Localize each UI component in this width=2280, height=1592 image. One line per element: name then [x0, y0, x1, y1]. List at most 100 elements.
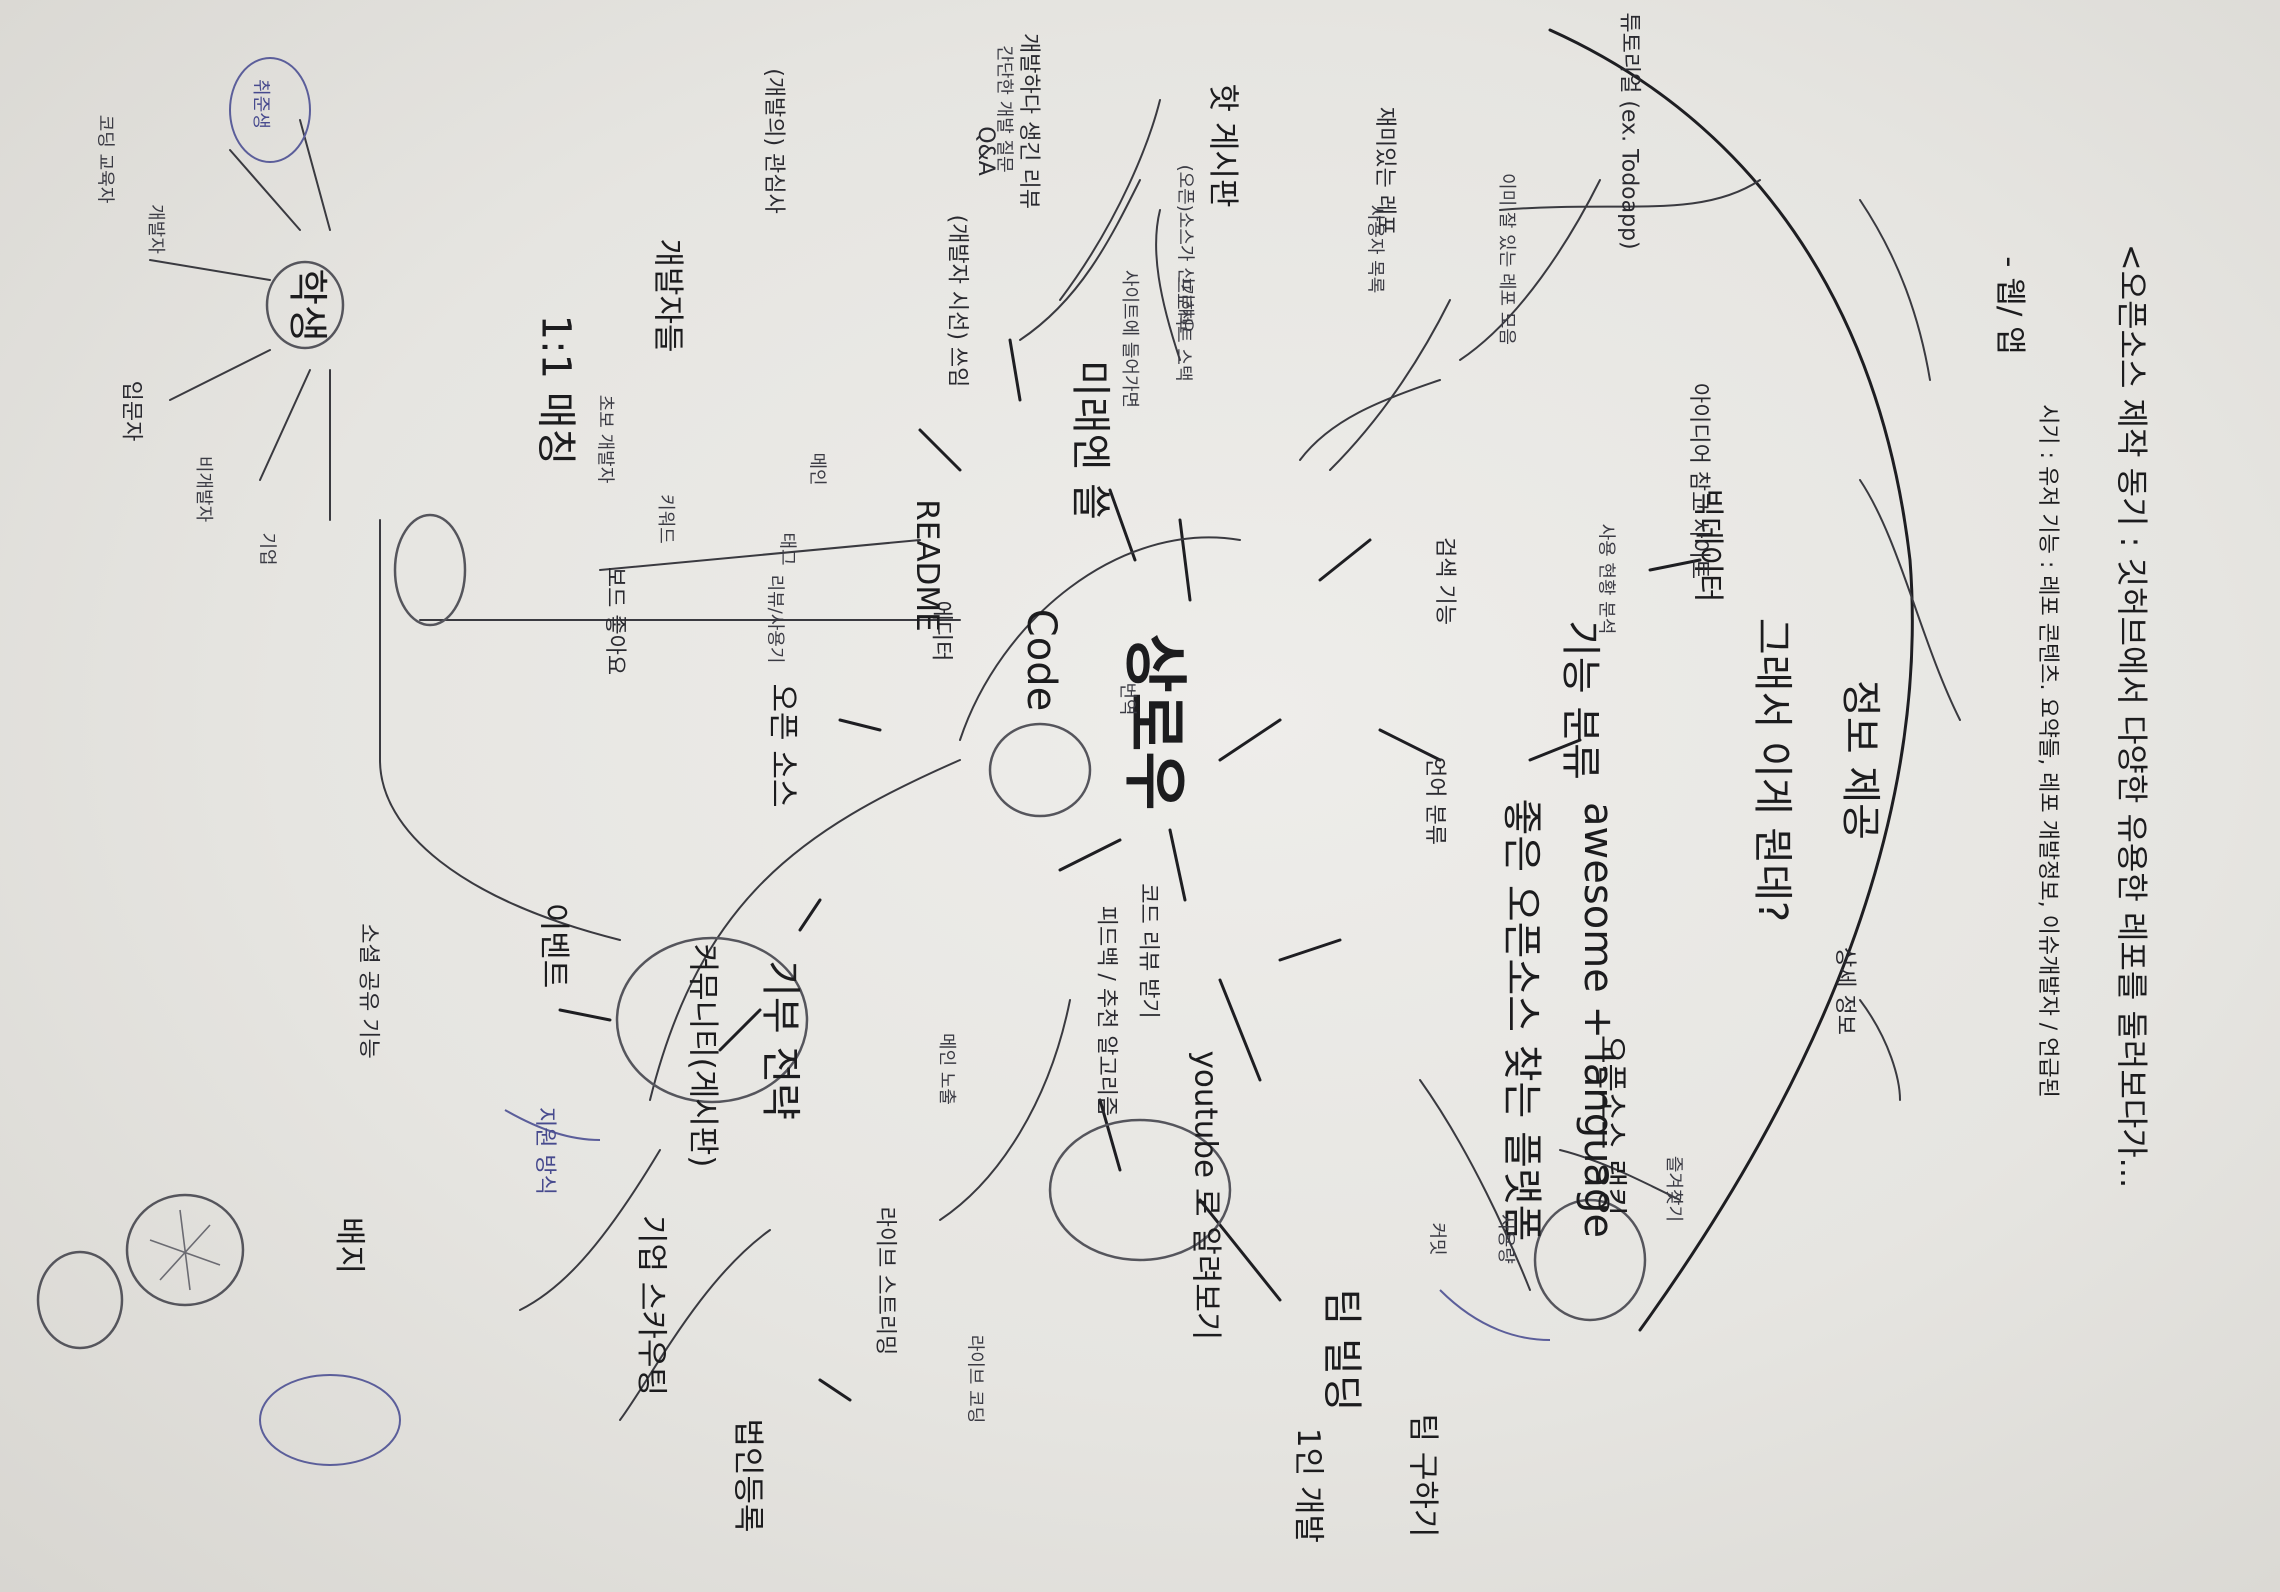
cluster-lower-0: youtube 로 알려보기 [1187, 1050, 1224, 1341]
cluster-upper-3: 사용자 목록 [1364, 204, 1386, 294]
branch [1459, 179, 1601, 361]
branch [169, 349, 271, 401]
cluster-right-2: 오픈소스 랭킹 [1592, 1035, 1629, 1216]
blue-arrow [1439, 1289, 1551, 1341]
cluster-far-right-3: 검색 기능 [1431, 537, 1457, 625]
cluster-lower-4: 코드 리뷰 받기 [1135, 883, 1161, 1019]
circle [36, 1250, 124, 1350]
branch [959, 536, 1241, 741]
circle [1048, 1118, 1232, 1262]
spoke [1218, 718, 1282, 762]
branch [519, 1149, 661, 1311]
cluster-far-right-5: 아이디어 참고 사이트 [1686, 382, 1712, 580]
spoke [1008, 338, 1022, 402]
spoke [1528, 738, 1582, 762]
cluster-left-mid-2: (개발의) 관심사 [760, 68, 786, 214]
cluster-left-3: 태그 [776, 532, 798, 566]
cluster-lower-left-0: 기부 전략 [756, 960, 803, 1120]
cluster-left-upper-4: (개발자 시선) 쓰임 [944, 214, 970, 388]
branch [599, 539, 921, 571]
cluster-lower-left-7: 배지 [331, 1216, 368, 1275]
blue-arrow [504, 1109, 601, 1141]
cluster-lower-left-4: 지원 방식 [531, 1107, 557, 1195]
spoke [1278, 938, 1342, 962]
branch [1559, 1149, 1681, 1201]
cluster-left-6: 번역 [1116, 682, 1138, 716]
cluster-left-mid-4: 보드 좋아요 [602, 566, 628, 676]
cluster-sun-3: 취준생 [249, 79, 271, 129]
branch [1299, 379, 1441, 461]
cluster-left-0: Code [1018, 608, 1065, 712]
cluster-upper-1: 튜토리얼 (ex. Todoapp) [1616, 12, 1642, 250]
branch [1019, 179, 1141, 341]
cluster-left-mid-5: 초보 개발자 [594, 394, 616, 484]
spoke [1198, 1198, 1282, 1302]
spoke [1178, 518, 1192, 602]
outer-arc [1548, 28, 1914, 1332]
cluster-lower-2: 라이브 코딩 [964, 1334, 986, 1424]
circle [988, 722, 1092, 818]
blue-circle [229, 57, 311, 163]
cluster-far-right-6: 그래서 이게 뭔데? [1749, 617, 1796, 923]
branch [229, 149, 301, 231]
cluster-far-right-0: 기능 분류 [1556, 620, 1603, 780]
cluster-far-right-1: 언어 분류 [1421, 757, 1447, 845]
spoke [1648, 558, 1702, 572]
spoke [1168, 828, 1187, 902]
cluster-right-3: 사용량 [1494, 1214, 1516, 1264]
cluster-sun-6: 기업 [256, 532, 278, 566]
cluster-left-mid-3: 1:1 매칭 [532, 314, 579, 466]
cluster-left-upper-2: 간단한 개발 질문 [993, 45, 1015, 173]
cluster-upper-4: 이미 잘 있는 레포 모음 [1495, 173, 1517, 345]
cluster-far-right-8: 상세 정보 [1831, 947, 1857, 1035]
branch [1329, 299, 1451, 471]
branch [1499, 179, 1761, 211]
cluster-right-6: 팀 빌딩 [1318, 1288, 1365, 1412]
cluster-sun-4: 입문자 [118, 380, 144, 442]
spoke [1218, 978, 1262, 1082]
branch [619, 1229, 771, 1421]
spoke [1378, 728, 1442, 762]
cluster-lower-left-3: 소셜 공유 기능 [355, 923, 381, 1059]
circle [1533, 1198, 1647, 1322]
cluster-right-5: 커밋 [1426, 1222, 1448, 1256]
cluster-sun-2: 코딩 교육자 [94, 114, 116, 204]
cluster-sun-0: 학생 [283, 268, 330, 342]
branch [379, 519, 621, 941]
cluster-right-7: 1인 개발 [1290, 1427, 1327, 1544]
spoke [1098, 1098, 1122, 1172]
cluster-right-8: 팀 구하기 [1404, 1413, 1441, 1538]
branch [1059, 99, 1161, 301]
cluster-lower-left-6: 법인등록 [729, 1418, 766, 1533]
cluster-upper-0: 핫 게시판 [1204, 83, 1241, 208]
cluster-left-upper-0: 개발하다 생긴 리뷰 [1015, 33, 1041, 209]
cluster-far-right-7: 정보 제공 [1836, 680, 1883, 840]
cluster-left-5: 키워드 [654, 494, 676, 544]
cluster-right-4: 즐겨찾기 [1663, 1155, 1685, 1223]
branch [1859, 199, 1931, 381]
branch [299, 119, 331, 231]
cluster-left-mid-1: 오픈 소스 [764, 683, 801, 808]
spoke [718, 1008, 762, 1052]
spoke [558, 1008, 612, 1022]
header-line-1: <오픈소스 제작 동기 : 깃허브에서 다양한 유용한 레포를 둘러보다가... [2113, 243, 2152, 1189]
spoke [1108, 488, 1137, 562]
spoke [798, 898, 822, 932]
cluster-sun-1: 개발자 [144, 204, 166, 254]
branch [1859, 479, 1961, 721]
branch [149, 259, 271, 281]
cluster-left-upper-5: 프로젝트 스택 [1172, 276, 1194, 382]
header-line-3: - 웹/ 앱 [1991, 256, 2028, 355]
spoke [1318, 538, 1372, 582]
circle [393, 513, 467, 627]
cluster-lower-left-1: 커뮤니티(게시판) [684, 943, 721, 1168]
cluster-left-2: README [908, 499, 945, 632]
cluster-sun-5: 비개발자 [193, 455, 215, 523]
spoke [818, 1378, 852, 1402]
cluster-left-upper-1: Q&A [972, 126, 998, 176]
spoke [838, 718, 882, 732]
cluster-left-7: 리뷰/사용기 [764, 574, 786, 664]
cluster-left-upper-3: 미래엔 쓸 [1066, 360, 1113, 520]
cluster-left-mid-0: 개발자들 [649, 238, 686, 353]
